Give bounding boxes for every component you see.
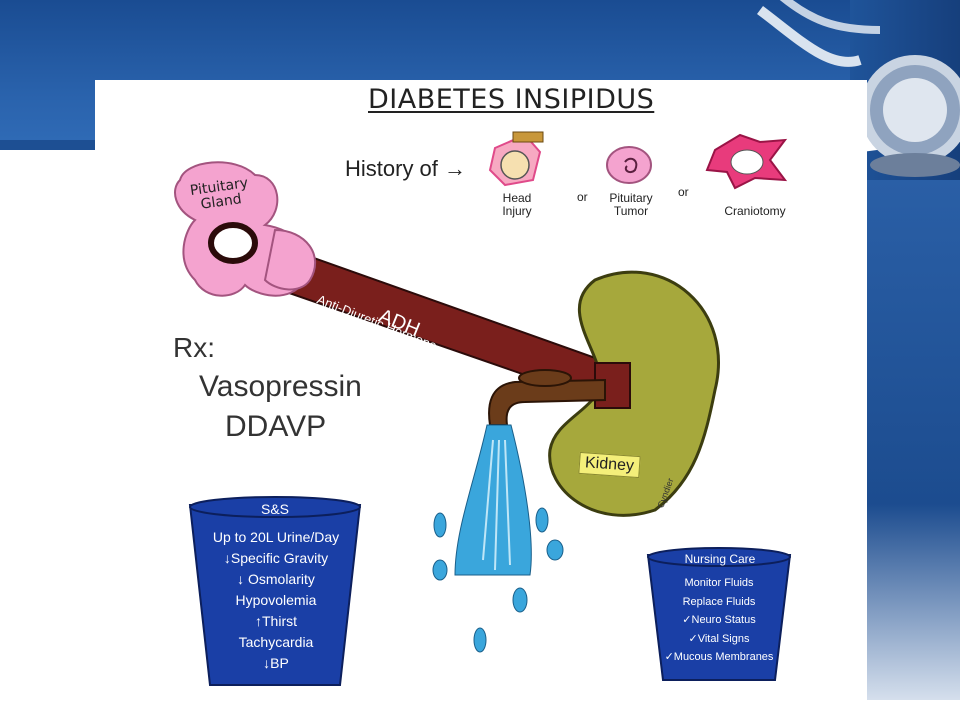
list-item: ✓Vital Signs (688, 632, 750, 645)
diagram-panel: DIABETES INSIPIDUS History of → Head Inj… (95, 80, 867, 700)
list-item: ✓Mucous Membranes (664, 651, 774, 663)
list-item: ↑Thirst (255, 613, 297, 629)
list-item: Monitor Fluids (684, 577, 754, 589)
history-label: History of → (345, 156, 467, 181)
list-item: Hypovolemia (235, 592, 317, 608)
head-injury-icon (488, 131, 544, 187)
or-separator: or (678, 185, 689, 199)
craniotomy-label: Craniotomy (724, 204, 786, 218)
or-separator: or (577, 190, 588, 204)
list-item: Tachycardia (238, 634, 314, 650)
craniotomy-icon (705, 133, 788, 190)
slide-background-bottom (0, 700, 960, 720)
pituitary-tumor-icon (606, 146, 652, 184)
ss-title: S&S (260, 501, 289, 517)
list-item: ✓Neuro Status (682, 614, 756, 626)
list-item: ↓BP (263, 655, 289, 671)
hand-shape (263, 228, 316, 291)
ss-list: Up to 20L Urine/Day ↓Specific Gravity ↓ … (200, 527, 352, 674)
nursing-care-title: Nursing Care (684, 552, 756, 566)
kidney-label: Kidney (578, 451, 641, 479)
rx-item: Vasopressin (199, 370, 362, 403)
slide-background-white (0, 150, 100, 720)
stethoscope-icon (756, 0, 960, 177)
head-injury-label: Head Injury (502, 191, 532, 218)
nursing-care-list: Monitor Fluids Replace Fluids ✓Neuro Sta… (653, 574, 785, 667)
faucet-handle (518, 369, 572, 387)
slide-edge-gradient (860, 180, 960, 720)
list-item: Up to 20L Urine/Day (212, 529, 340, 545)
rx-label: Rx: (173, 332, 215, 363)
list-item: ↓ Osmolarity (237, 571, 315, 587)
list-item: ↓Specific Gravity (223, 550, 329, 566)
list-item: Replace Fluids (682, 595, 756, 608)
diagram-title: DIABETES INSIPIDUS (368, 84, 655, 115)
water-stream (454, 424, 532, 576)
pituitary-tumor-label: Pituitary Tumor (609, 191, 653, 218)
rx-item: DDAVP (225, 410, 327, 443)
